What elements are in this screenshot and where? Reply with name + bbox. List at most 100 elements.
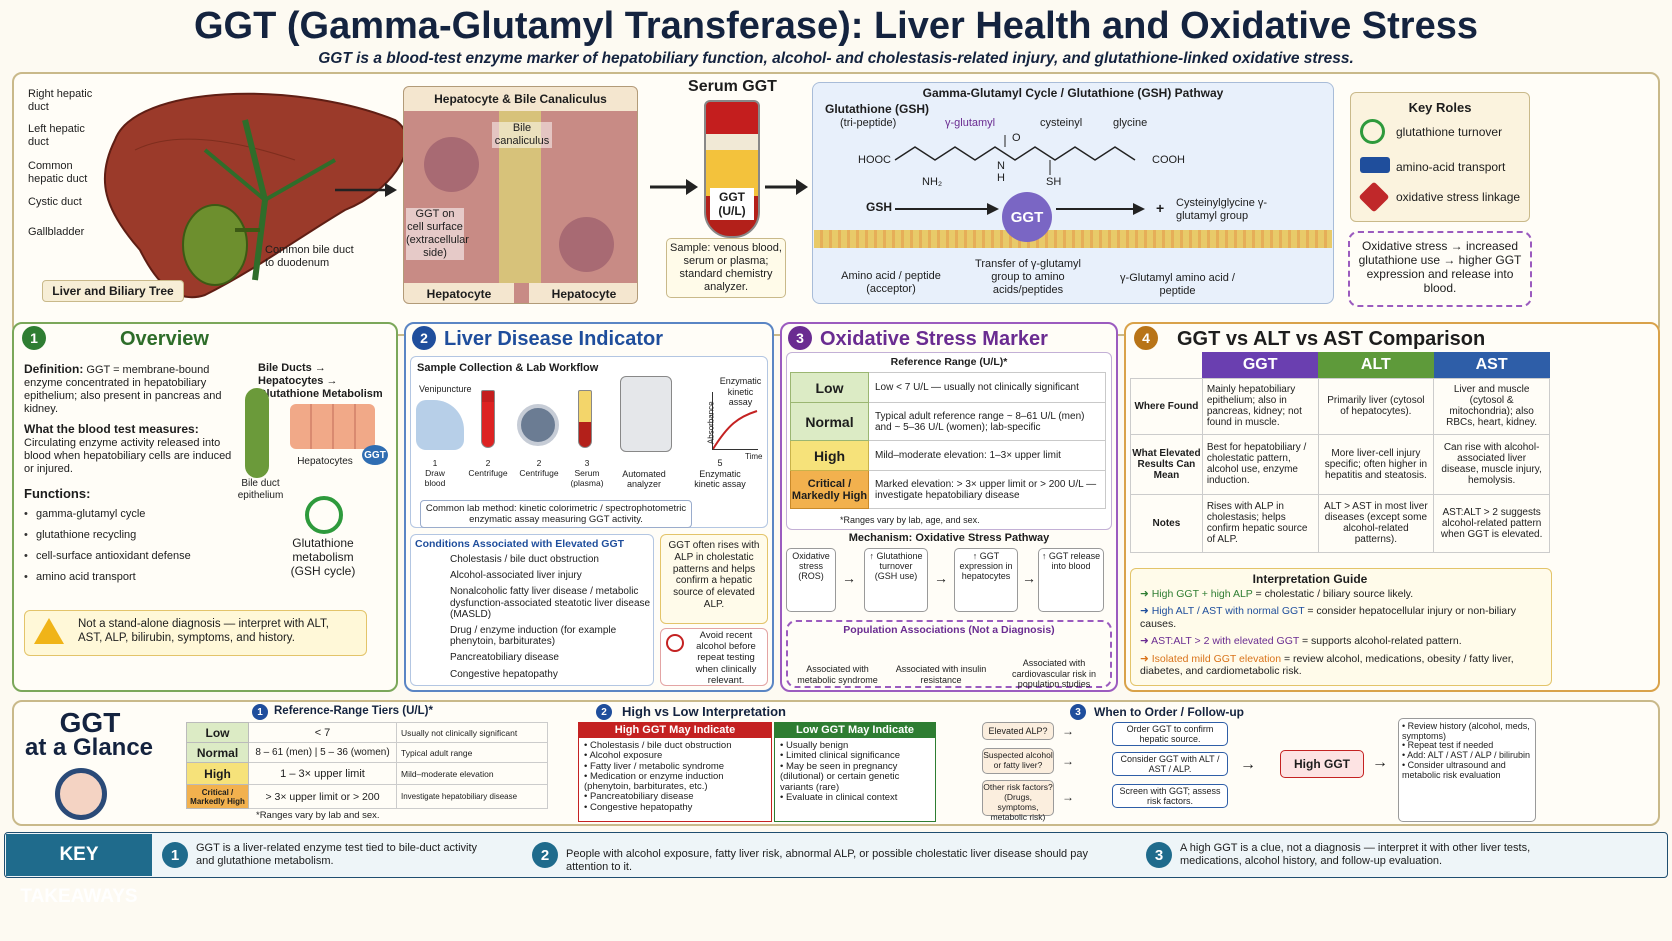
flow-label: Bile Ducts → Hepatocytes → Glutathione M… bbox=[258, 362, 383, 400]
takeaways-bar bbox=[4, 832, 1668, 878]
answer-box: Order GGT to confirm hepatic source. bbox=[1112, 722, 1228, 746]
cysteinyl-label: cysteinyl bbox=[1040, 117, 1083, 129]
guide-item: ➜ High ALT / AST with normal GGT = consi… bbox=[1140, 605, 1516, 630]
gsh-substrate: GSH bbox=[866, 200, 893, 214]
sh-label: SH bbox=[1046, 176, 1062, 188]
assay-graph bbox=[712, 392, 758, 450]
ranges-note: *Ranges vary by lab, age, and sex. bbox=[840, 515, 980, 525]
pathway-panel bbox=[812, 82, 1334, 304]
function-item: amino acid transport bbox=[24, 571, 234, 584]
guide-item: ➜ High GGT + high ALP = cholestatic / bi… bbox=[1140, 588, 1414, 600]
high-list: • Cholestasis / bile duct obstruction • … bbox=[584, 740, 768, 813]
alp-note-box bbox=[660, 534, 768, 624]
answer-box: Consider GGT with ALT / AST / ALP. bbox=[1112, 752, 1228, 776]
tier-name: Normal bbox=[186, 742, 249, 763]
row-header: What Elevated Results Can Mean bbox=[1130, 433, 1203, 495]
assay-curve bbox=[713, 410, 758, 450]
assay-label: Enzymatic kinetic assay bbox=[719, 376, 762, 408]
cell: Can rise with alcohol-associated liver d… bbox=[1433, 433, 1550, 495]
cell: Primarily liver (cytosol of hepatocytes)… bbox=[1317, 377, 1435, 435]
n-label: N bbox=[997, 160, 1005, 172]
low-box bbox=[774, 722, 936, 822]
analyzer-icon bbox=[620, 376, 672, 452]
overview-title: Overview bbox=[120, 328, 209, 350]
condition-item: Cholestasis / bile duct obstruction bbox=[450, 554, 599, 565]
warning-box bbox=[24, 610, 367, 656]
oxidative-title: Oxidative Stress Marker bbox=[820, 328, 1048, 350]
sample-note: Sample: venous blood, serum or plasma; s… bbox=[666, 238, 786, 298]
arrow-icon bbox=[650, 179, 698, 195]
population-box bbox=[786, 620, 1112, 688]
alp-note: GGT often rises with ALP in cholestatic … bbox=[668, 540, 760, 610]
tier-value: 8 – 61 (men) | 5 – 36 (women) bbox=[248, 742, 397, 763]
gsh-metabolism-label: Glutathione metabolism (GSH cycle) bbox=[290, 536, 356, 579]
oxidative-number: 3 bbox=[788, 326, 812, 350]
cooh-label: COOH bbox=[1152, 154, 1185, 166]
guide-box bbox=[1130, 568, 1552, 686]
magnifier-icon bbox=[55, 768, 107, 820]
followup-box bbox=[1398, 718, 1536, 822]
tier-desc: Typical adult reference range ~ 8–61 U/L… bbox=[868, 402, 1106, 441]
ggt-badge: GGT bbox=[362, 445, 388, 465]
tier-desc: Usually not clinically significant bbox=[396, 722, 548, 743]
col-ast: AST bbox=[1433, 352, 1550, 378]
tier-value: 1 – 3× upper limit bbox=[248, 762, 397, 785]
high-item: • Medication or enzyme induction (phenyt… bbox=[584, 770, 724, 792]
label-gallbladder: Gallbladder bbox=[28, 226, 85, 238]
definition: Definition: GGT = membrane-bound enzyme … bbox=[24, 362, 222, 415]
bile-canaliculus-label: Bile canaliculus bbox=[492, 122, 552, 148]
mechanism-title: Mechanism: Oxidative Stress Pathway bbox=[848, 532, 1050, 544]
tier-name: Low bbox=[186, 722, 249, 743]
conditions-list: Cholestasis / bile duct obstruction Alco… bbox=[420, 554, 652, 680]
nh2-label: NH₂ bbox=[922, 176, 943, 188]
glycine-label: glycine bbox=[1113, 117, 1148, 129]
liver-caption: Liver and Biliary Tree bbox=[42, 280, 184, 302]
mech-step: ↑ GGT release into blood bbox=[1038, 548, 1104, 612]
tier-desc: Marked elevation: > 3× upper limit or > … bbox=[868, 470, 1106, 509]
tier-name: High bbox=[186, 762, 249, 785]
arrow-icon: → bbox=[842, 570, 856, 586]
order-title: When to Order / Follow-up bbox=[1094, 705, 1244, 719]
cell: More liver-cell injury specific; often h… bbox=[1317, 433, 1435, 495]
recycle-icon bbox=[305, 496, 343, 534]
tier-value: < 7 bbox=[248, 722, 397, 743]
product2-label: γ-Glutamyl amino acid / peptide bbox=[1120, 272, 1235, 297]
population-item: Associated with cardiovascular risk in p… bbox=[1011, 658, 1097, 690]
workflow-title: Sample Collection & Lab Workflow bbox=[417, 362, 599, 374]
low-item: • May be seen in pregnancy (dilutional) … bbox=[780, 760, 900, 793]
condition-item: Nonalcoholic fatty liver disease / metab… bbox=[450, 586, 651, 620]
cell: AST:ALT > 2 suggests alcohol-related pat… bbox=[1433, 493, 1550, 553]
warning-text: Not a stand-alone diagnosis — interpret … bbox=[78, 618, 330, 644]
row-header: Where Found bbox=[1130, 377, 1203, 435]
arrow-icon: → bbox=[1022, 570, 1036, 586]
functions-label: Functions: bbox=[24, 486, 91, 501]
ref-range-title: Reference Range (U/L)* bbox=[890, 356, 1008, 368]
low-item: • Evaluate in clinical context bbox=[780, 792, 898, 804]
conditions-box bbox=[410, 534, 654, 686]
question-box: Other risk factors? (Drugs, symptoms, me… bbox=[982, 780, 1054, 822]
hl-title: High vs Low Interpretation bbox=[622, 704, 786, 719]
conditions-title: Conditions Associated with Elevated GGT bbox=[415, 538, 625, 550]
indicator-number: 2 bbox=[412, 326, 436, 350]
followup-item: • Consider ultrasound and metabolic risk… bbox=[1402, 759, 1506, 780]
low-item: • Limited clinical significance bbox=[780, 750, 901, 762]
col-ggt: GGT bbox=[1202, 352, 1319, 378]
low-item: • Usually benign bbox=[780, 740, 849, 751]
function-item: cell-surface antioxidant defense bbox=[24, 550, 234, 563]
transfer-label: Transfer of γ-glutamyl group to amino ac… bbox=[975, 258, 1081, 296]
hepatocyte-title: Hepatocyte & Bile Canaliculus bbox=[404, 87, 637, 111]
functions-list: gamma-glutamyl cycle glutathione recycli… bbox=[24, 508, 234, 590]
liver-illustration bbox=[103, 92, 408, 299]
guide-item: ➜ AST:ALT > 2 with elevated GGT = suppor… bbox=[1140, 635, 1462, 648]
population-item: Associated with insulin resistance bbox=[895, 664, 987, 685]
cell: Best for hepatobiliary / cholestatic pat… bbox=[1201, 433, 1319, 495]
o-label: O bbox=[1012, 132, 1021, 144]
gsh-label: Glutathione (GSH) bbox=[825, 102, 929, 116]
role-glutathione: glutathione turnover bbox=[1396, 125, 1503, 139]
centrifuge-icon bbox=[517, 404, 559, 446]
arrow-icon bbox=[1056, 203, 1145, 215]
row-header: Notes bbox=[1130, 493, 1203, 553]
